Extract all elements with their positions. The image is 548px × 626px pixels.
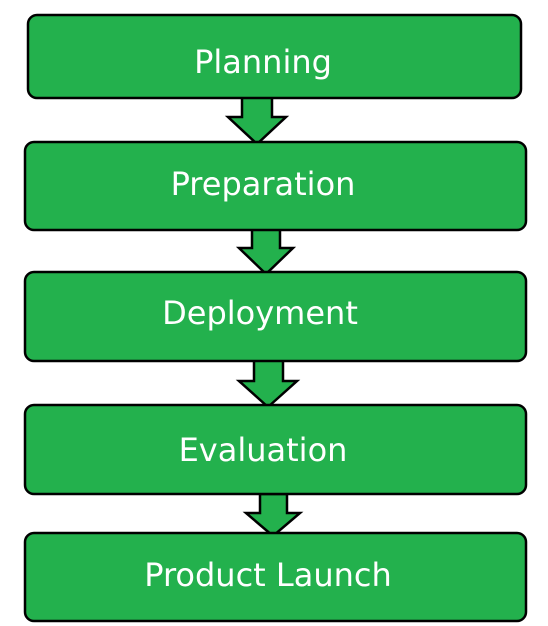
step-box-planning — [26, 13, 523, 100]
step-product-launch: Product Launch — [23, 531, 528, 623]
step-label-product-launch: Product Launch — [144, 556, 392, 594]
arrow-evaluation-to-product-launch — [242, 492, 304, 538]
step-label-preparation: Preparation — [171, 165, 356, 203]
step-box-preparation — [23, 140, 528, 232]
flow-arrows — [224, 94, 304, 538]
step-deployment: Deployment — [23, 270, 528, 363]
step-label-deployment: Deployment — [162, 294, 358, 332]
step-label-planning: Planning — [194, 43, 332, 81]
step-evaluation: Evaluation — [23, 403, 528, 496]
step-box-evaluation — [23, 403, 528, 496]
arrow-preparation-to-deployment — [235, 226, 297, 276]
step-box-deployment — [23, 270, 528, 363]
step-label-evaluation: Evaluation — [179, 431, 348, 469]
arrow-deployment-to-evaluation — [235, 358, 301, 409]
step-preparation: Preparation — [23, 140, 528, 232]
step-box-product-launch — [23, 531, 528, 623]
arrow-planning-to-preparation — [224, 94, 290, 146]
step-planning: Planning — [26, 13, 523, 100]
